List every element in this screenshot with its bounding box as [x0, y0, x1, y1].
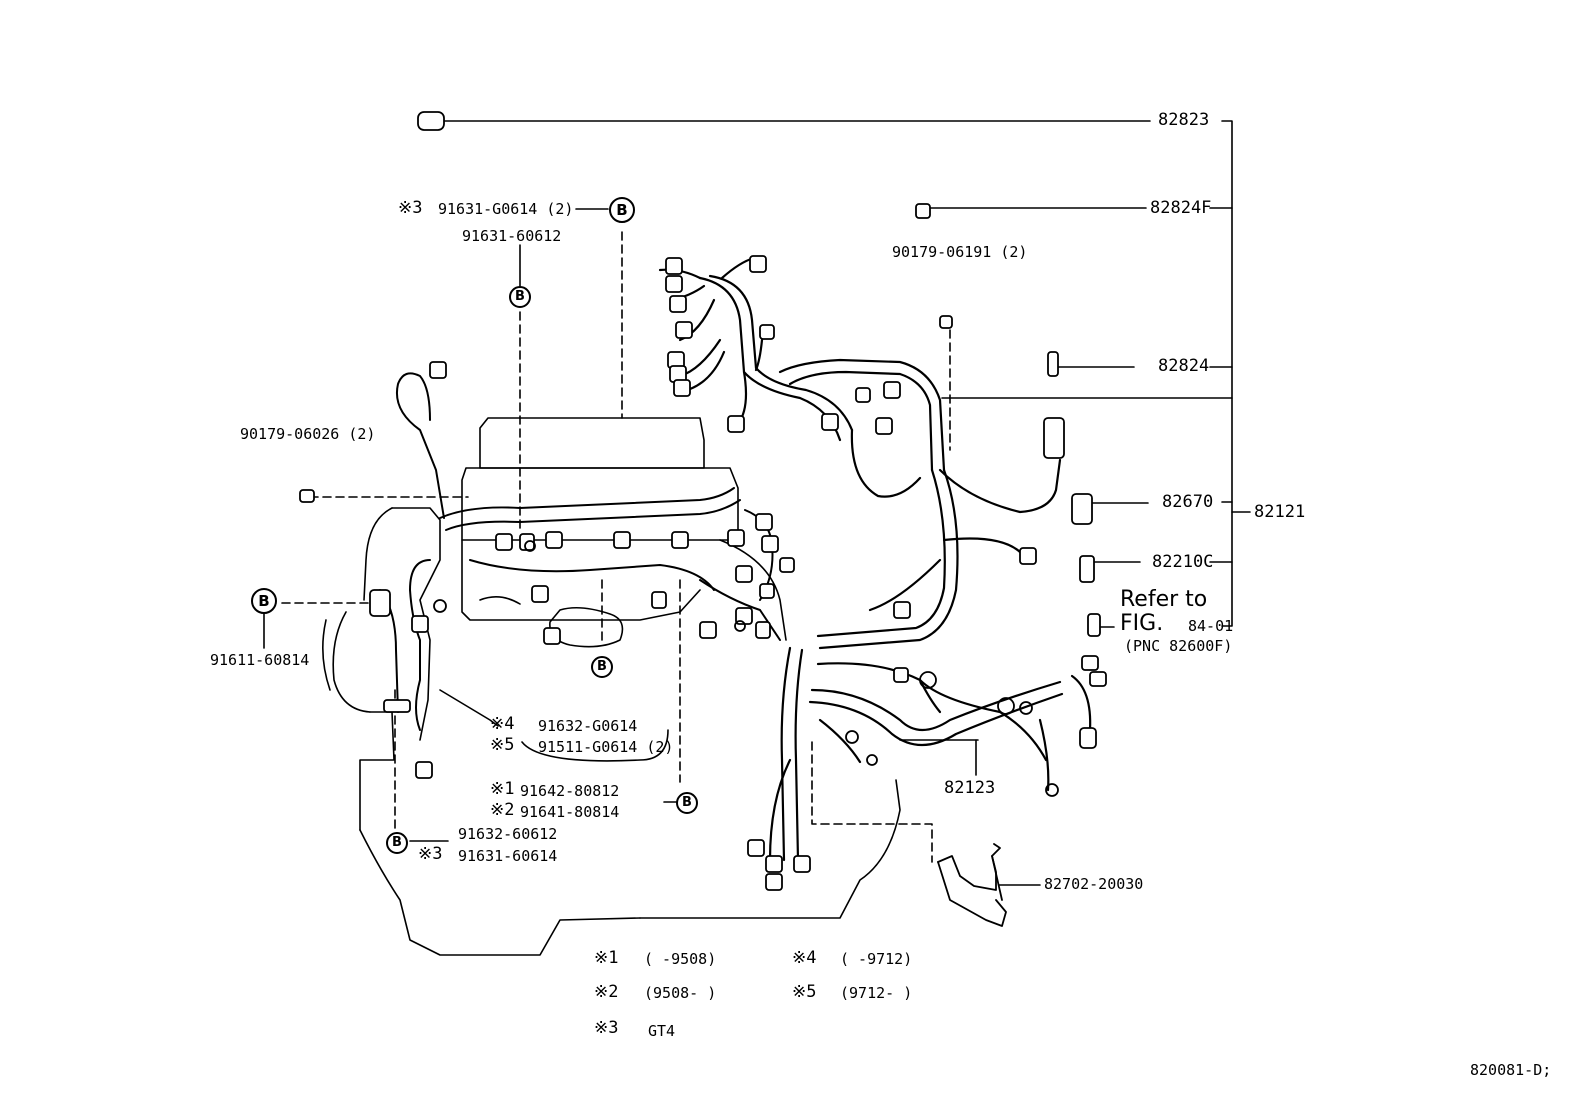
part-82123[interactable]: 82123	[944, 778, 996, 798]
part-91631-G0614[interactable]: 91631-G0614 (2)	[438, 200, 574, 218]
legend-range-1: ( -9508)	[644, 950, 717, 968]
engine-outline	[322, 417, 901, 956]
part-91511-G0614[interactable]: 91511-G0614 (2)	[538, 738, 674, 756]
part-91632-G0614[interactable]: 91632-G0614	[538, 717, 638, 735]
refer-to-text: Refer to	[1120, 587, 1208, 612]
part-91632-60612[interactable]: 91632-60612	[458, 825, 558, 843]
part-82823[interactable]: 82823	[1158, 110, 1210, 130]
harness-82123	[768, 646, 1092, 862]
legend-mark-3: ※3	[594, 1018, 619, 1038]
part-82210C[interactable]: 82210C	[1152, 552, 1214, 572]
callout-b-91642: B	[676, 792, 698, 814]
connectors	[299, 111, 1107, 891]
figure-id: 820081-D;	[1470, 1061, 1552, 1079]
legend-range-4: ( -9712)	[840, 950, 913, 968]
mark-2-callout: ※2	[490, 800, 515, 820]
assembly-bracket	[941, 120, 1251, 627]
leader-lines	[263, 120, 1151, 886]
part-90179-06026[interactable]: 90179-06026 (2)	[240, 425, 376, 443]
legend-mark-4: ※4	[792, 948, 817, 968]
legend-mark-2: ※2	[594, 982, 619, 1002]
part-91611-60814[interactable]: 91611-60814	[210, 651, 310, 669]
bracket-82702	[937, 843, 1007, 927]
terminals	[433, 540, 1059, 797]
reference-dashes	[281, 231, 951, 863]
mark-4-callout: ※4	[490, 714, 515, 734]
callout-b-center: B	[591, 656, 613, 678]
callout-b-91631: B	[509, 286, 531, 308]
part-91631-60614[interactable]: 91631-60614	[458, 847, 558, 865]
legend-range-2: (9508- )	[644, 984, 717, 1002]
part-82121[interactable]: 82121	[1254, 502, 1306, 522]
callout-b-91632: B	[386, 832, 408, 854]
harness-82121	[658, 256, 1062, 650]
part-91641-80814[interactable]: 91641-80814	[520, 803, 620, 821]
part-91631-60612[interactable]: 91631-60612	[462, 227, 562, 245]
mark-3-top: ※3	[398, 198, 423, 218]
mark-1-callout: ※1	[490, 779, 515, 799]
part-82824F[interactable]: 82824F	[1150, 198, 1212, 218]
legend-range-3: GT4	[648, 1022, 676, 1040]
mark-3-bottom: ※3	[418, 844, 443, 864]
legend-mark-5: ※5	[792, 982, 817, 1002]
legend-mark-1: ※1	[594, 948, 619, 968]
part-91642-80812[interactable]: 91642-80812	[520, 782, 620, 800]
callout-b-left: B	[251, 588, 277, 614]
mark-5-callout: ※5	[490, 735, 515, 755]
part-82824[interactable]: 82824	[1158, 356, 1210, 376]
part-82702-20030[interactable]: 82702-20030	[1044, 875, 1144, 893]
refer-pnc: (PNC 82600F)	[1124, 637, 1233, 655]
legend-range-5: (9712- )	[840, 984, 913, 1002]
part-82670[interactable]: 82670	[1162, 492, 1214, 512]
part-90179-06191[interactable]: 90179-06191 (2)	[892, 243, 1028, 261]
callout-b-top: B	[609, 197, 635, 223]
refer-fig-number[interactable]: 84-01	[1188, 617, 1234, 635]
refer-fig-text: FIG.	[1120, 611, 1164, 636]
